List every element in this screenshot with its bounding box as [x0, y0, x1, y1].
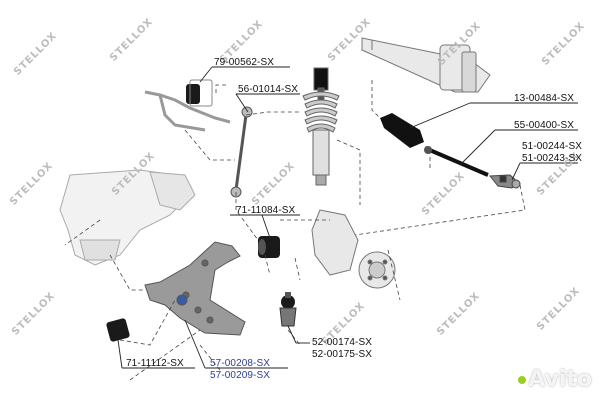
label-71-11084: 71-11084-SX	[236, 205, 296, 216]
control-arm	[144, 241, 246, 336]
label-56-01014: 56-01014-SX	[238, 84, 299, 95]
label-13-00484: 13-00484-SX	[514, 93, 575, 104]
avito-dot-icon	[518, 376, 527, 384]
steering-rack	[361, 37, 491, 93]
label-57-00208: 57-00208-SX	[210, 358, 271, 369]
label-55-00400: 55-00400-SX	[514, 120, 575, 131]
steering-knuckle	[311, 209, 396, 289]
label-71-11112: 71-11112-SX	[126, 358, 184, 369]
front-bushing	[106, 318, 130, 342]
stabilizer-link	[230, 106, 253, 198]
tie-rod-end	[488, 174, 521, 189]
control-arm-bushing	[258, 236, 280, 258]
label-51-00244: 51-00244-SX	[522, 141, 583, 152]
label-52-00174: 52-00174-SX	[312, 337, 373, 348]
stabilizer-bar	[144, 90, 231, 132]
tie-rod-boot	[380, 113, 424, 148]
ball-joint	[279, 292, 297, 327]
label-52-00175: 52-00175-SX	[312, 349, 373, 360]
assembly-dashed-lines	[64, 80, 526, 381]
label-57-00209: 57-00209-SX	[210, 370, 271, 381]
leader-lines	[117, 66, 578, 369]
label-51-00243: 51-00243-SX	[522, 153, 583, 164]
label-79-00562: 79-00562-SX	[214, 57, 275, 68]
avito-badge: Avito	[518, 367, 592, 392]
avito-text: Avito	[528, 367, 592, 392]
strut-assembly	[302, 67, 340, 186]
subframe	[59, 169, 196, 266]
inner-tie-rod	[424, 146, 489, 177]
stabilizer-bushing	[186, 79, 213, 107]
